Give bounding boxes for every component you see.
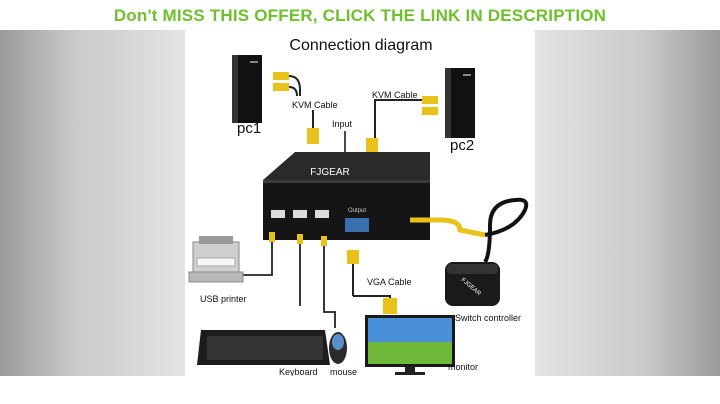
pc2-label: pc2: [450, 137, 474, 154]
mouse: [329, 332, 347, 364]
keyboard-label: Keyboard: [279, 367, 318, 376]
kvm-cable-left-connectors: [273, 72, 301, 97]
input-label: Input: [332, 119, 353, 129]
diagram-panel: Connection diagram pc1 pc2 KVM Cable: [185, 30, 535, 376]
monitor: [365, 315, 455, 375]
remote-cable-black: [483, 197, 529, 264]
usb-printer-label: USB printer: [200, 294, 247, 304]
connection-diagram: Connection diagram pc1 pc2 KVM Cable: [188, 37, 529, 376]
left-blur-background: [0, 30, 185, 376]
vga-cable: [347, 250, 397, 314]
diagram-title: Connection diagram: [289, 37, 432, 54]
usb-cables: [241, 232, 336, 328]
kvm-brand-label: FJGEAR: [310, 167, 349, 178]
vga-cable-label: VGA Cable: [367, 277, 412, 287]
right-blur-background: [535, 30, 720, 376]
promo-banner: Don't MISS THIS OFFER, CLICK THE LINK IN…: [0, 0, 720, 30]
kvm-cable-left-label: KVM Cable: [292, 100, 338, 110]
switch-controller: [445, 262, 500, 306]
kvm-cable-right-label: KVM Cable: [372, 90, 418, 100]
pc1-tower: [232, 55, 262, 123]
bottom-bar: [0, 376, 720, 404]
keyboard: [197, 330, 330, 365]
mouse-label: mouse: [330, 367, 357, 376]
kvm-input-connectors: [307, 110, 378, 154]
kvm-cable-right-connectors: [374, 96, 438, 142]
pc2-tower: [445, 68, 475, 138]
monitor-label: monitor: [448, 362, 478, 372]
pc1-label: pc1: [237, 120, 261, 137]
output-port-label: Output: [348, 208, 366, 214]
usb-printer: [188, 236, 244, 283]
kvm-switch-box: [263, 152, 430, 240]
remote-cable-yellow: [410, 217, 486, 238]
switch-controller-label: Switch controller: [455, 313, 521, 323]
